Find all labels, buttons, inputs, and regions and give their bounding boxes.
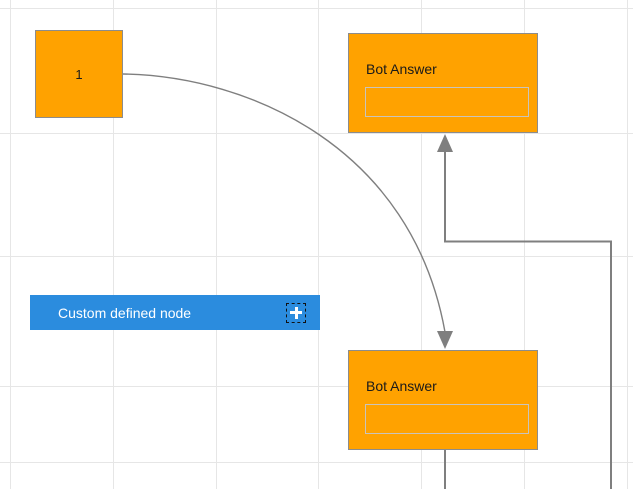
bot-answer-message-slot[interactable] (365, 404, 529, 434)
plus-icon[interactable] (286, 302, 306, 323)
bot-answer-title: Bot Answer (366, 61, 437, 77)
bot-answer-title: Bot Answer (366, 378, 437, 394)
bot-answer-message-slot[interactable] (365, 87, 529, 117)
custom-defined-node-label: Custom defined node (58, 304, 192, 321)
custom-defined-node[interactable]: Custom defined node (30, 295, 320, 330)
start-node-label: 1 (75, 66, 83, 82)
bot-answer-node-bottom[interactable]: Bot Answer (348, 350, 538, 450)
bot-answer-node-top[interactable]: Bot Answer (348, 33, 538, 133)
start-node[interactable]: 1 (35, 30, 123, 118)
